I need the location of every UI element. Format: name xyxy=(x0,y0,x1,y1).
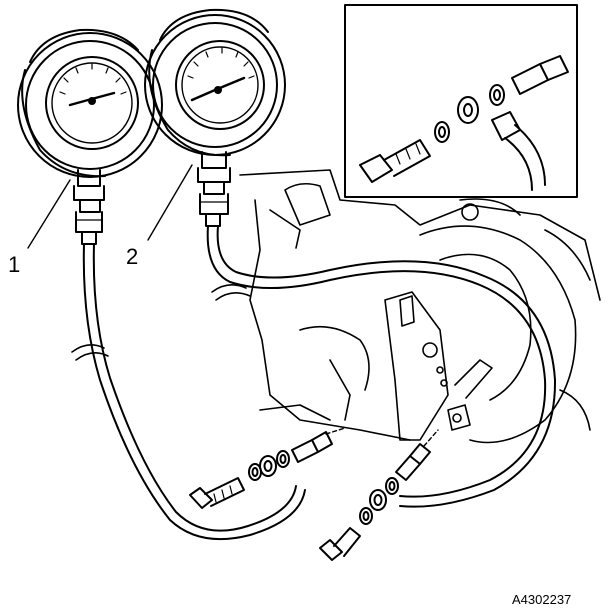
hose-gauge-1 xyxy=(71,243,306,541)
hose-gauge-2 xyxy=(206,225,557,508)
fitting-set-a xyxy=(189,427,346,509)
transmission-housing xyxy=(239,169,601,444)
pressure-gauge-2 xyxy=(144,8,286,227)
callout-1-leader xyxy=(27,179,71,249)
callout-label-2: 2 xyxy=(126,244,138,269)
pressure-gauge-1 xyxy=(17,28,163,245)
callout-label-1: 1 xyxy=(8,252,20,277)
inset-detail xyxy=(344,4,578,198)
figure-id: A4302237 xyxy=(512,592,571,607)
callout-2-leader xyxy=(147,164,193,241)
fitting-set-b xyxy=(319,429,439,561)
